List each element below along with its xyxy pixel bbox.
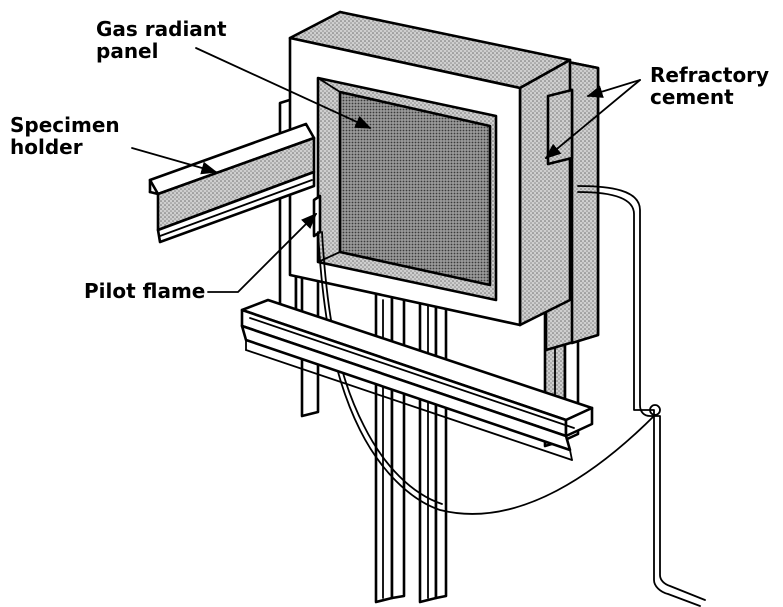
- support-column-right: [418, 284, 448, 604]
- gas-supply-pipe: [577, 185, 706, 607]
- specimen-holder-label-line1: Specimen: [10, 113, 120, 137]
- pilot-flame-label: Pilot flame: [84, 279, 205, 303]
- gas-radiant-panel-label-line2: panel: [96, 39, 158, 63]
- support-column-left: [374, 278, 406, 604]
- horizontal-support-beam: [240, 298, 594, 461]
- specimen-holder-label-line2: holder: [10, 135, 83, 159]
- leader-lines: [131, 47, 641, 293]
- gas-radiant-panel-label-line1: Gas radiant: [96, 17, 227, 41]
- specimen-holder-channel: [148, 122, 316, 244]
- refractory-cement-label-line1: Refractory: [650, 63, 769, 87]
- refractory-cement-label-line2: cement: [650, 85, 734, 109]
- gas-radiant-panel-surface: [316, 76, 498, 302]
